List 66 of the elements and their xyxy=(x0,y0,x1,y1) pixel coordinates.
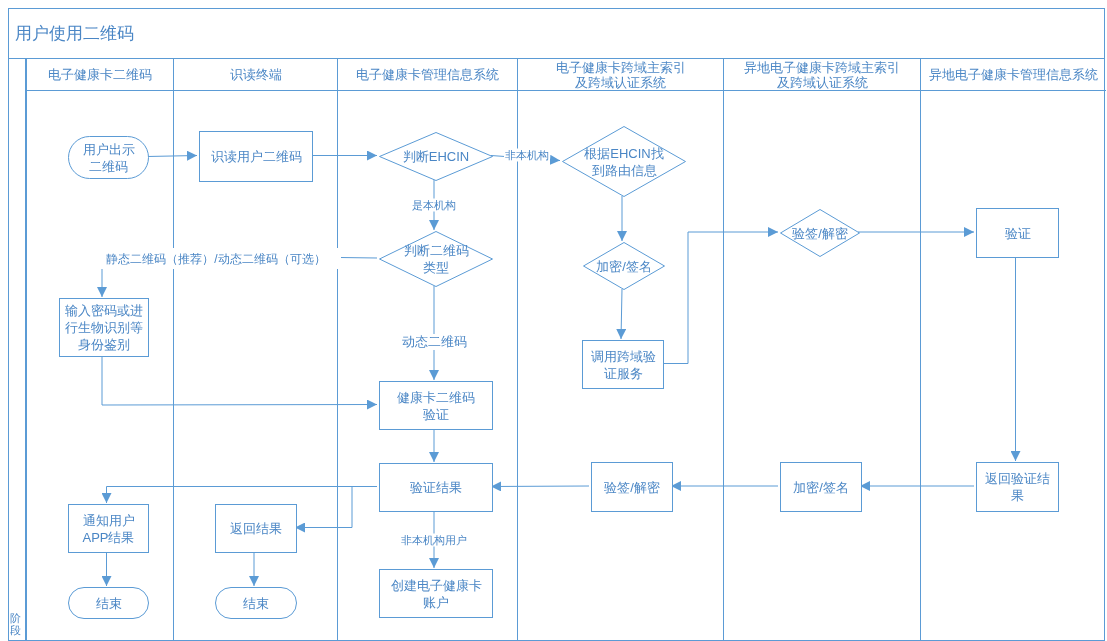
swimlane-pool xyxy=(8,8,1105,641)
node-text: 验证结果 xyxy=(410,479,462,496)
node-text: 判断EHCIN xyxy=(402,148,470,165)
node-text: 加密/签名 xyxy=(596,257,652,275)
node-text: 输入密码或进行生物识别等身份鉴别 xyxy=(64,302,144,353)
edge-label: 是本机构 xyxy=(411,198,457,212)
node-text: 验签/解密 xyxy=(604,478,660,496)
terminal-shape xyxy=(68,136,149,179)
node-text: 验证 xyxy=(1004,224,1031,242)
arrow xyxy=(857,227,975,237)
edge-label: 非本机构 xyxy=(504,148,550,162)
swimlane xyxy=(337,59,517,641)
process-box xyxy=(215,504,297,553)
swimlane xyxy=(517,59,723,641)
stage-label: 阶段 xyxy=(10,612,21,637)
lane-header: 异地电子健康卡管理信息系统 xyxy=(921,59,1106,91)
swimlane xyxy=(723,59,920,641)
process-box xyxy=(379,463,493,512)
node-text: 识读用户二维码 xyxy=(210,148,302,165)
decision-diamond xyxy=(562,126,686,197)
lane-header: 异地电子健康卡跨域主索引及跨域认证系统 xyxy=(724,59,920,91)
process-box xyxy=(582,340,664,389)
process-box xyxy=(780,462,862,512)
node-text: 结束 xyxy=(243,594,269,612)
node-text: 判断二维码类型 xyxy=(402,242,470,276)
node-text: 验签/解密 xyxy=(792,224,848,242)
node-text: 调用跨域验证服务 xyxy=(589,347,657,382)
arrow xyxy=(429,428,439,463)
arrow xyxy=(101,355,378,410)
node-text: 用户出示二维码 xyxy=(81,140,136,175)
process-box xyxy=(379,569,493,618)
node-text: 根据EHCIN找到路由信息 xyxy=(583,144,665,179)
lane-header: 电子健康卡二维码 xyxy=(27,59,173,91)
arrow xyxy=(97,267,107,298)
swimlane xyxy=(26,59,173,641)
arrow xyxy=(617,195,627,242)
lane-header: 电子健康卡跨域主索引及跨域认证系统 xyxy=(518,59,723,91)
decision-diamond xyxy=(583,242,665,290)
process-box xyxy=(379,381,493,430)
arrow xyxy=(249,551,259,587)
node-text: 通知用户APP结果 xyxy=(81,511,136,546)
lane-header: 电子健康卡管理信息系统 xyxy=(338,59,517,91)
decision-diamond xyxy=(379,132,493,181)
terminal-shape xyxy=(215,587,297,619)
node-text: 返回结果 xyxy=(230,520,282,537)
process-box xyxy=(199,131,313,182)
node-text: 加密/签名 xyxy=(793,478,849,496)
node-text: 返回验证结果 xyxy=(984,470,1051,504)
node-text: 创建电子健康卡账户 xyxy=(389,576,483,611)
node-text: 健康卡二维码验证 xyxy=(396,388,476,423)
edge-label: 非本机构用户 xyxy=(400,533,468,547)
process-box xyxy=(976,208,1059,258)
lane-header: 识读终端 xyxy=(174,59,337,91)
decision-diamond xyxy=(780,209,860,257)
edge-label: 动态二维码 xyxy=(400,334,468,350)
arrow xyxy=(101,551,112,587)
decision-diamond xyxy=(379,231,493,287)
arrow xyxy=(616,288,627,340)
swimlane xyxy=(920,59,1106,641)
process-box xyxy=(68,504,149,553)
process-box xyxy=(976,462,1059,512)
terminal-shape xyxy=(68,587,149,619)
node-text: 结束 xyxy=(95,594,122,612)
process-box xyxy=(591,462,673,512)
arrow xyxy=(1010,256,1021,462)
pool-title: 用户使用二维码 xyxy=(9,9,1104,59)
